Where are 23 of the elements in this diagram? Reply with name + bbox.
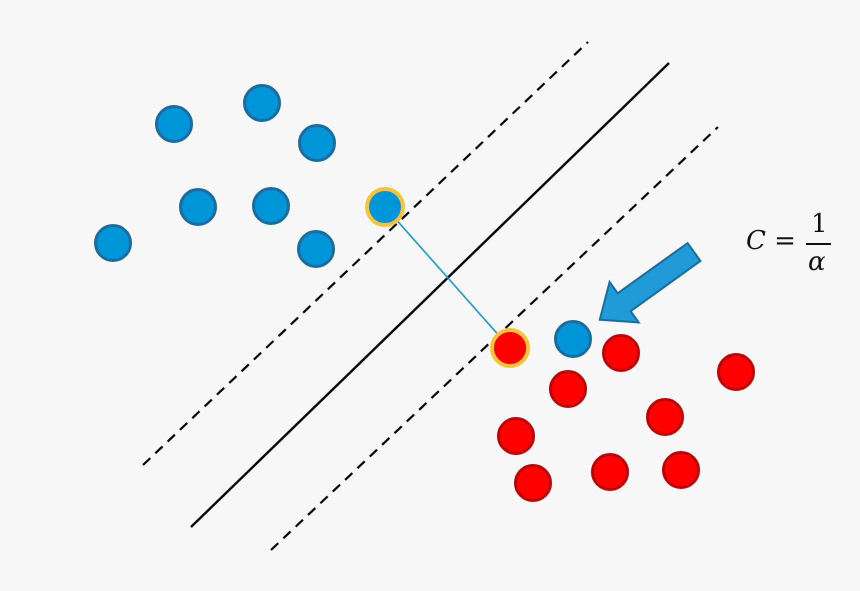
fraction-numerator: 1	[811, 211, 828, 237]
data-point	[646, 398, 684, 436]
data-point	[497, 417, 535, 455]
data-point	[155, 105, 193, 143]
highlighted-data-point	[490, 328, 530, 368]
data-point	[662, 451, 700, 489]
fraction-denominator: α	[808, 249, 826, 275]
data-point	[243, 84, 281, 122]
formula-text: C =	[746, 228, 796, 254]
data-point	[602, 334, 640, 372]
highlighted-data-point	[365, 187, 405, 227]
data-point	[514, 464, 552, 502]
data-point	[717, 353, 755, 391]
data-point	[549, 370, 587, 408]
data-point	[94, 224, 132, 262]
data-point	[554, 320, 592, 358]
data-point	[591, 453, 629, 491]
data-point	[179, 188, 217, 226]
data-point	[252, 187, 290, 225]
data-point	[298, 124, 336, 162]
connector-line	[397, 220, 498, 334]
block-arrow	[598, 242, 702, 324]
data-point	[297, 230, 335, 268]
